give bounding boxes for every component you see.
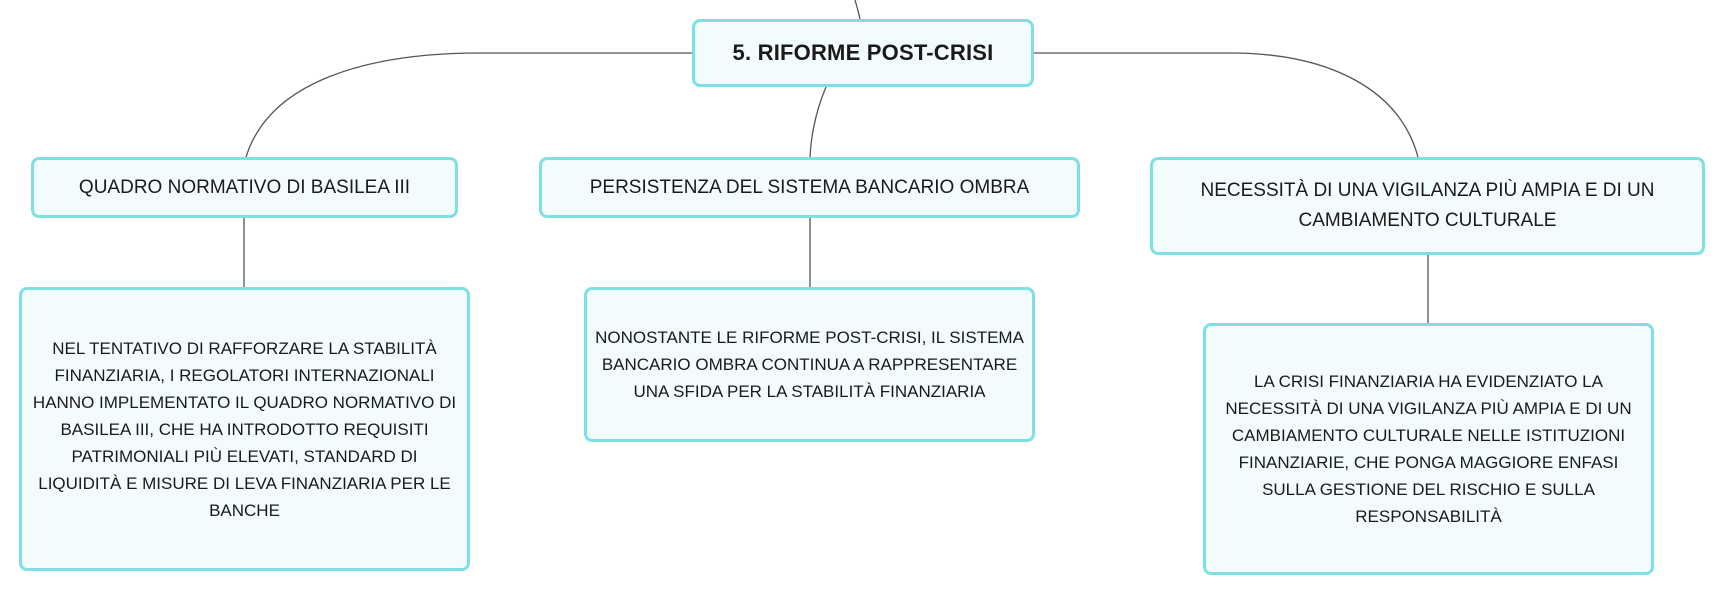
branch-topic-label: PERSISTENZA DEL SISTEMA BANCARIO OMBRA bbox=[589, 176, 1030, 198]
root-topic[interactable]: 5. RIFORME POST-CRISI bbox=[692, 19, 1034, 87]
branch-topic-label: QUADRO NORMATIVO DI BASILEA III bbox=[78, 176, 411, 198]
branch-topic-vigilanza[interactable]: NECESSITÀ DI UNA VIGILANZA PIÙ AMPIA E D… bbox=[1150, 157, 1705, 255]
connector-root-branch-3 bbox=[1034, 52, 1419, 158]
detail-topic-text: LA CRISI FINANZIARIA HA EVIDENZIATO LA N… bbox=[1225, 372, 1632, 526]
root-topic-label: 5. RIFORME POST-CRISI bbox=[732, 40, 994, 65]
branch-topic-sistema-bancario-ombra[interactable]: PERSISTENZA DEL SISTEMA BANCARIO OMBRA bbox=[539, 157, 1080, 218]
connector-parent-root bbox=[854, 0, 861, 20]
connector-root-branch-2 bbox=[809, 86, 827, 158]
connector-root-branch-1 bbox=[245, 52, 692, 158]
detail-topic-text: NEL TENTATIVO DI RAFFORZARE LA STABILITÀ… bbox=[32, 338, 457, 520]
branch-topic-basilea[interactable]: QUADRO NORMATIVO DI BASILEA III bbox=[31, 157, 458, 218]
branch-topic-label: NECESSITÀ DI UNA VIGILANZA PIÙ AMPIA E D… bbox=[1200, 180, 1655, 231]
detail-topic-basilea[interactable]: NEL TENTATIVO DI RAFFORZARE LA STABILITÀ… bbox=[19, 287, 470, 571]
detail-topic-text: NONOSTANTE LE RIFORME POST-CRISI, IL SIS… bbox=[595, 328, 1024, 401]
detail-topic-sistema-bancario-ombra[interactable]: NONOSTANTE LE RIFORME POST-CRISI, IL SIS… bbox=[584, 287, 1035, 442]
detail-topic-vigilanza[interactable]: LA CRISI FINANZIARIA HA EVIDENZIATO LA N… bbox=[1203, 323, 1654, 575]
